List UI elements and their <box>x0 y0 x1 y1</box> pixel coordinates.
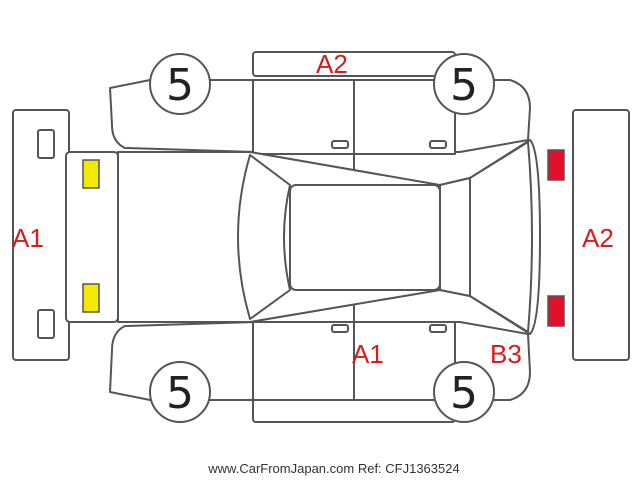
left-side-view <box>109 51 531 185</box>
damage-code-front-bumper: A1 <box>12 223 44 253</box>
damage-code-left-side: A2 <box>316 49 348 79</box>
tire-rear-left: 5 <box>433 53 495 115</box>
front-lamp-right <box>82 283 100 313</box>
front-lamp-left <box>82 159 100 189</box>
tire-tread-value: 5 <box>450 368 478 419</box>
damage-code-right-door: A1 <box>352 339 384 369</box>
rear-lamp-right <box>547 295 565 327</box>
damage-code-rear-bumper: A2 <box>582 223 614 253</box>
footer-reference: www.CarFromJapan.com Ref: CFJ1363524 <box>207 461 459 476</box>
tire-tread-value: 5 <box>166 60 194 111</box>
damage-code-right-quarter: B3 <box>490 339 522 369</box>
right-side-view <box>109 290 531 423</box>
tire-front-left: 5 <box>149 53 211 115</box>
tire-rear-right: 5 <box>433 361 495 423</box>
tire-tread-value: 5 <box>166 368 194 419</box>
tire-tread-value: 5 <box>450 60 478 111</box>
car-body-top-view <box>65 139 541 335</box>
tire-front-right: 5 <box>149 361 211 423</box>
rear-lamp-left <box>547 149 565 181</box>
rear-bumper <box>572 109 630 361</box>
